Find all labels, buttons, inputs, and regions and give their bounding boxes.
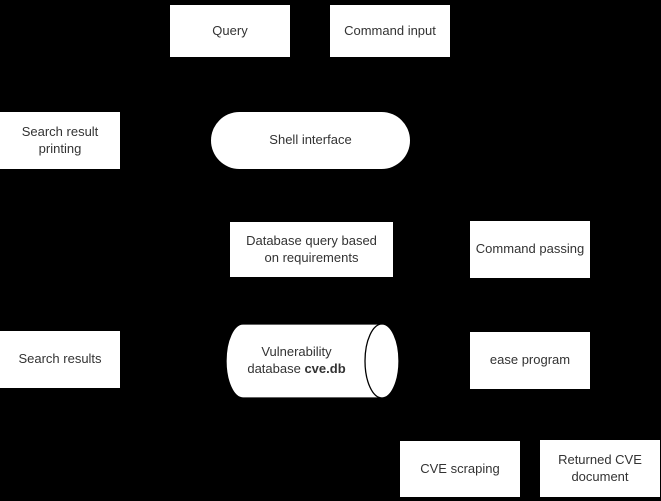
node-command-passing: Command passing xyxy=(470,221,590,278)
database-cylinder-label: Vulnerability database cve.db xyxy=(225,323,368,399)
node-query: Query xyxy=(170,5,290,57)
node-shell-interface: Shell interface xyxy=(211,112,410,169)
database-label-line2: database xyxy=(247,361,305,376)
node-command-input: Command input xyxy=(330,5,450,57)
node-cve-scraping: CVE scraping xyxy=(400,441,520,497)
database-label-line1: Vulnerability xyxy=(261,344,332,360)
node-ease-program: ease program xyxy=(470,332,590,389)
node-search-result-printing: Search result printing xyxy=(0,112,120,169)
database-filename: cve.db xyxy=(304,361,346,376)
node-search-results: Search results xyxy=(0,331,120,388)
database-cylinder-shape xyxy=(225,323,400,399)
node-database-query: Database query based on requirements xyxy=(230,222,393,277)
node-vulnerability-database: Vulnerability database cve.db xyxy=(225,323,400,399)
node-returned-cve-document: Returned CVE document xyxy=(540,440,660,497)
